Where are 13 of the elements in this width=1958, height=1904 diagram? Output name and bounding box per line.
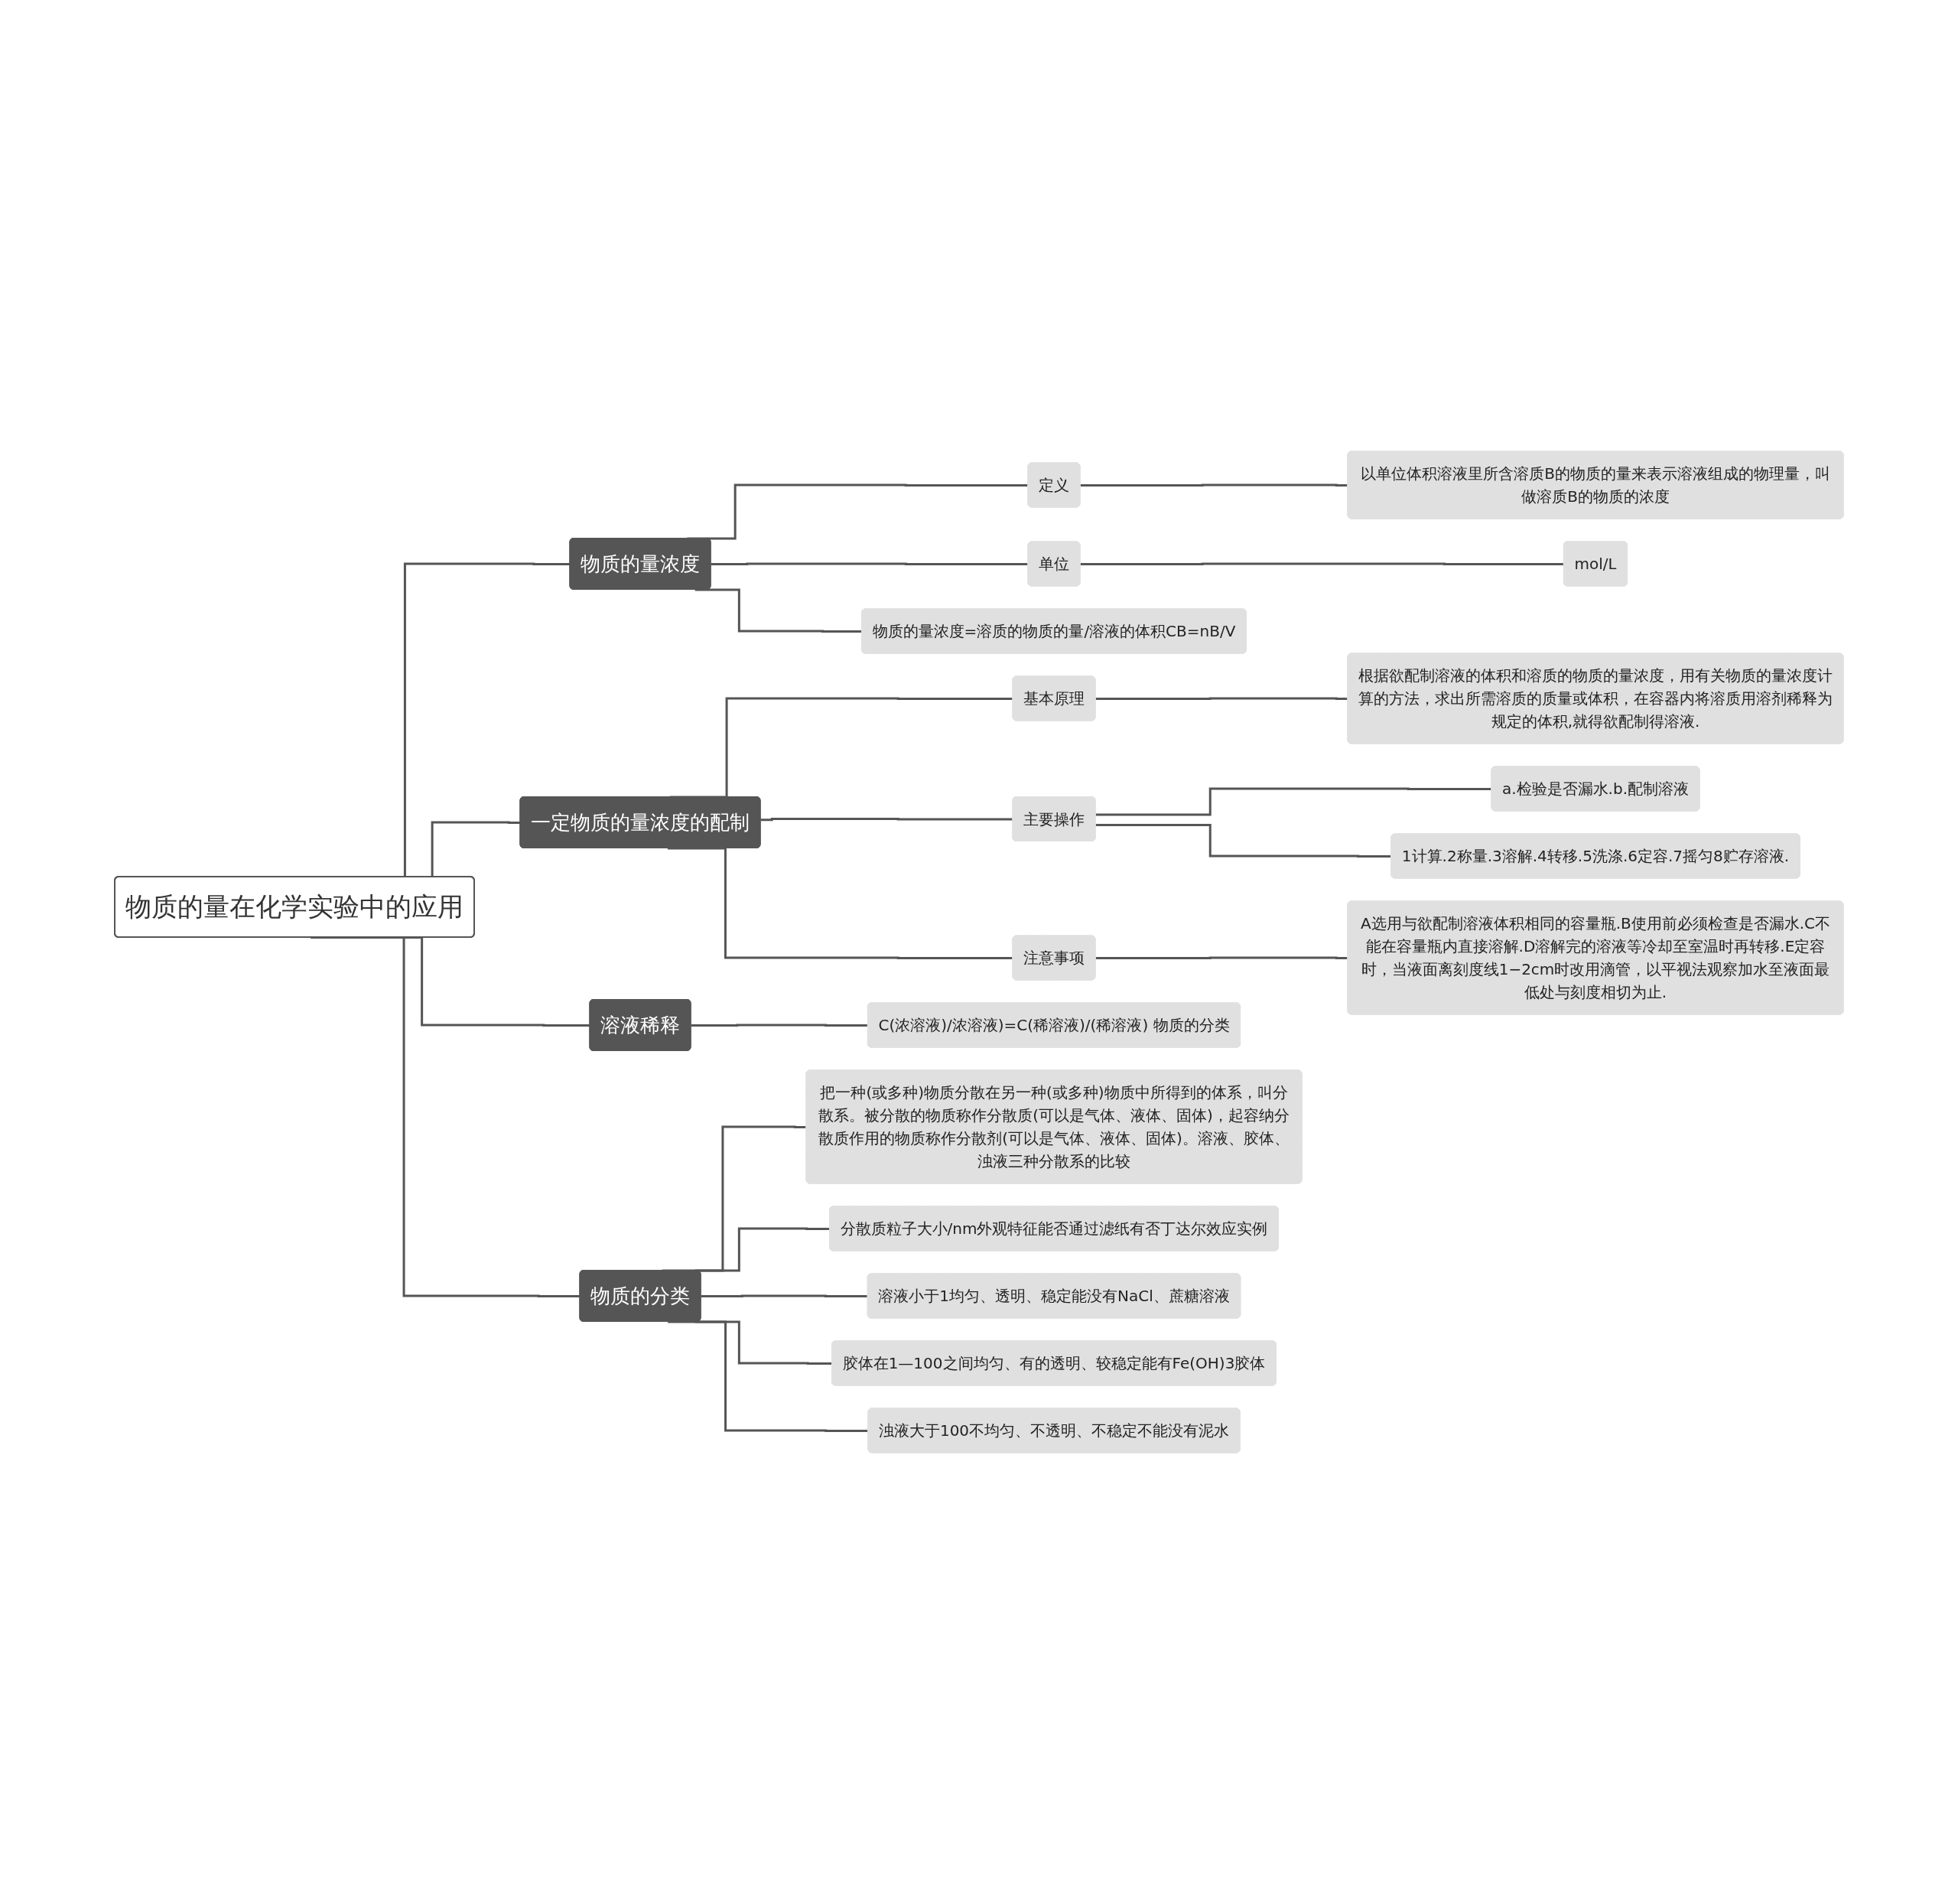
- connector: [1080, 483, 1348, 487]
- connector: [1095, 787, 1492, 816]
- connector: [701, 1294, 868, 1297]
- connector: [668, 1320, 869, 1432]
- connector: [711, 562, 1029, 565]
- connector: [667, 847, 1013, 959]
- connector: [760, 818, 1013, 822]
- connector: [691, 1024, 868, 1027]
- connector: [1095, 823, 1392, 858]
- connector: [694, 588, 863, 633]
- connector: [1080, 562, 1564, 565]
- connector: [1095, 956, 1348, 959]
- connector: [1095, 697, 1348, 700]
